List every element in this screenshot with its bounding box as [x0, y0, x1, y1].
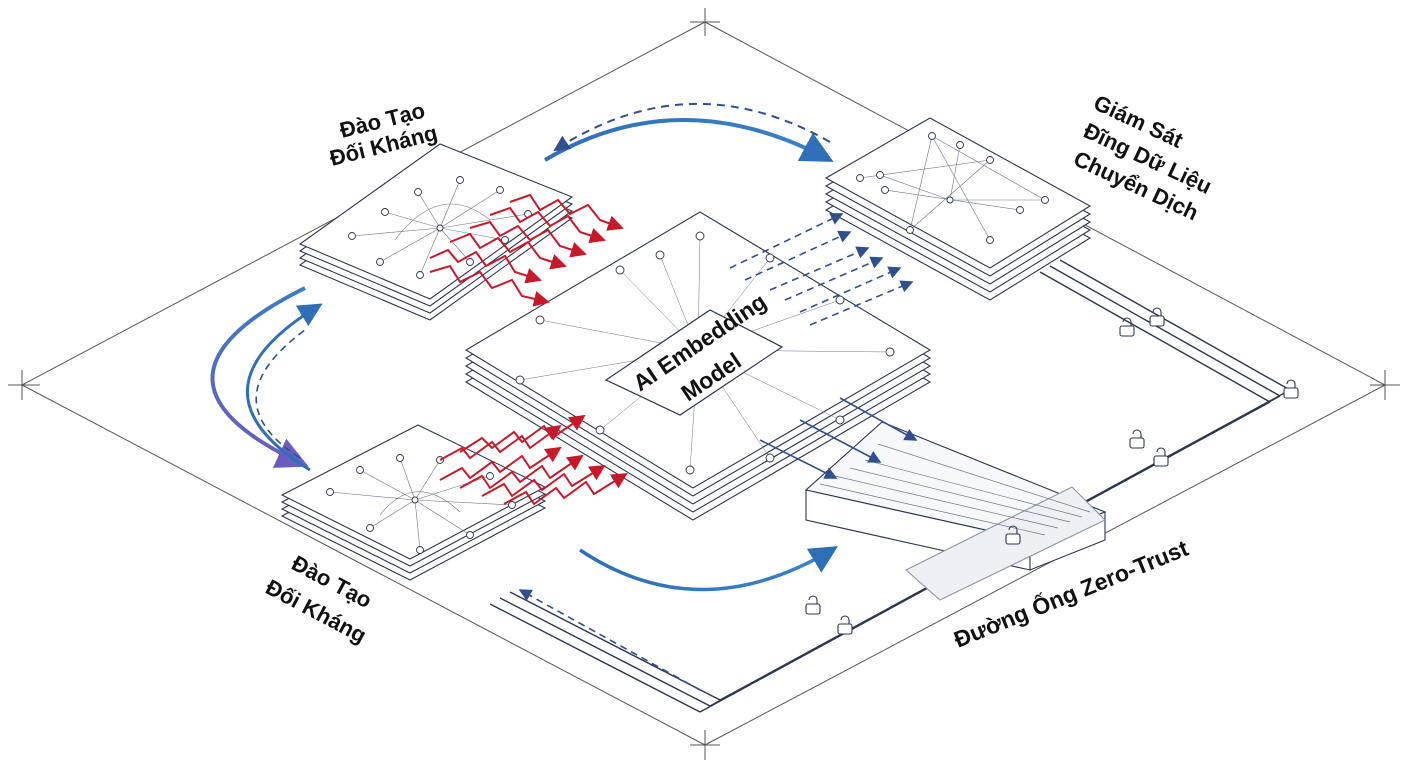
adversarial-label-bottom: Đào Tạo Đối Kháng — [262, 550, 376, 648]
padlock-icons — [805, 307, 1299, 635]
padlock-icon — [1129, 429, 1145, 449]
padlock-icon — [1283, 379, 1299, 399]
adversarial-arrows-bottom — [439, 414, 628, 506]
model-label-card — [604, 309, 784, 416]
core-to-drift-arrows — [729, 213, 914, 326]
padlock-icon — [1153, 447, 1169, 467]
pipeline-feed-arrow — [579, 546, 838, 592]
drift-monitor-stack — [824, 117, 1092, 301]
feedback-arrow-left — [210, 286, 323, 472]
adversarial-stack-top — [298, 143, 574, 321]
base-frame — [8, 8, 1400, 760]
return-arrow-bottom — [518, 589, 701, 691]
adversarial-arrows-top — [429, 193, 624, 307]
drift-monitor-label: Giám Sát Đĩng Dữ Liệu Chuyển Dịch — [1070, 90, 1216, 225]
core-to-pipeline-arrows — [759, 397, 918, 479]
zero-trust-pipeline — [804, 421, 1107, 601]
padlock-icon — [1005, 525, 1021, 545]
padlock-icon — [837, 615, 853, 635]
padlock-icon — [1119, 317, 1135, 337]
feedback-arrow-top — [543, 103, 834, 162]
padlock-icon — [805, 595, 821, 615]
padlock-icon — [1149, 307, 1165, 327]
